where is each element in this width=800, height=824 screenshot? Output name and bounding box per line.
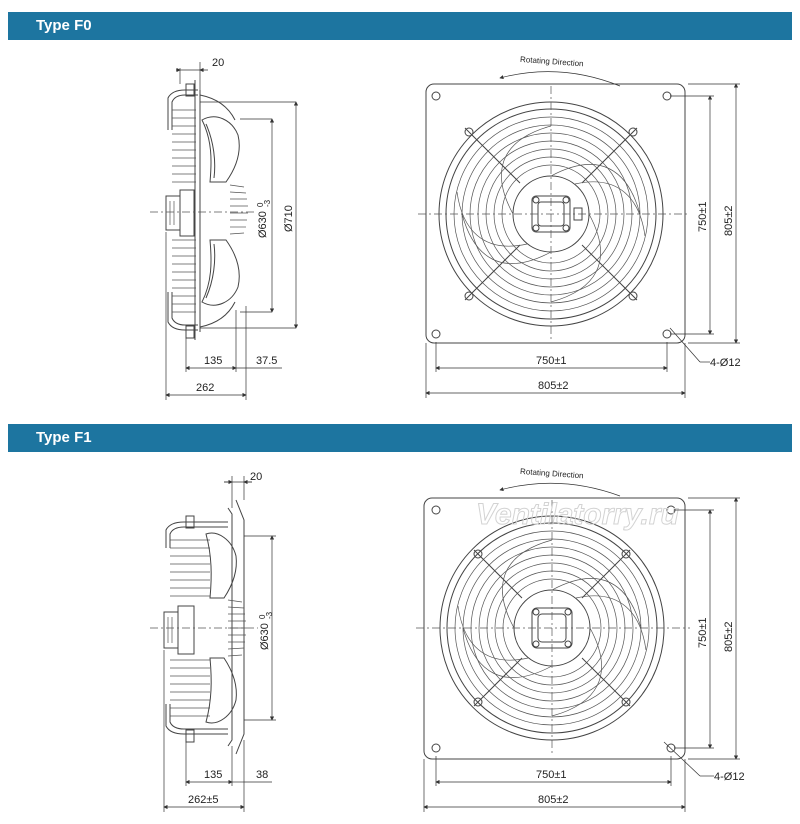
front-dims-f0: [425, 83, 740, 398]
side-dims-f0: [165, 62, 299, 400]
total-depth-f0: 262: [196, 382, 214, 394]
depth-1-f1: 135: [204, 769, 222, 781]
depth-2-f0: 37.5: [256, 355, 277, 367]
rotation-label-f1: Rotating Direction: [520, 467, 584, 480]
plate-height-f0: 805±2: [723, 205, 735, 236]
total-depth-f1: 262±5: [188, 794, 219, 806]
tol-lower-f0: -3: [263, 199, 272, 207]
hole-spacing-v-f0: 750±1: [697, 201, 709, 232]
section-title-f1: Type F1: [36, 429, 92, 446]
hole-spacing-h-f1: 750±1: [536, 769, 567, 781]
hole-spacing-v-f1: 750±1: [697, 617, 709, 648]
tol-lower-f1: -3: [265, 611, 274, 619]
section-title-f0: Type F0: [36, 17, 92, 34]
front-dims-f1: [423, 497, 740, 812]
section-header-f0: Type F0: [8, 12, 792, 40]
top-width-f0: 20: [212, 57, 224, 69]
front-view-f1: [416, 482, 690, 760]
diameter-inner-f0: Ø630: [257, 211, 269, 238]
hole-spacing-h-f0: 750±1: [536, 355, 567, 367]
holes-f0: 4-Ø12: [710, 357, 741, 369]
tol-upper-f0: 0: [256, 202, 265, 207]
plate-width-f1: 805±2: [538, 794, 569, 806]
section-header-f1: Type F1: [8, 424, 792, 452]
side-view-f1: [150, 499, 258, 755]
tol-upper-f1: 0: [258, 614, 267, 619]
holes-f1: 4-Ø12: [714, 771, 745, 783]
rotation-label-f0: Rotating Direction: [520, 55, 584, 68]
depth-1-f0: 135: [204, 355, 222, 367]
top-width-f1: 20: [250, 471, 262, 483]
diameter-inner-f1: Ø630: [259, 623, 271, 650]
depth-2-f1: 38: [256, 769, 268, 781]
plate-height-f1: 805±2: [723, 621, 735, 652]
side-view-f0: [150, 80, 255, 340]
plate-width-f0: 805±2: [538, 380, 569, 392]
watermark: Ventilatorry.ru: [476, 498, 679, 531]
front-view-f0: [418, 71, 690, 344]
diameter-outer-f0: Ø710: [283, 205, 295, 232]
side-dims-f1: [163, 476, 276, 812]
